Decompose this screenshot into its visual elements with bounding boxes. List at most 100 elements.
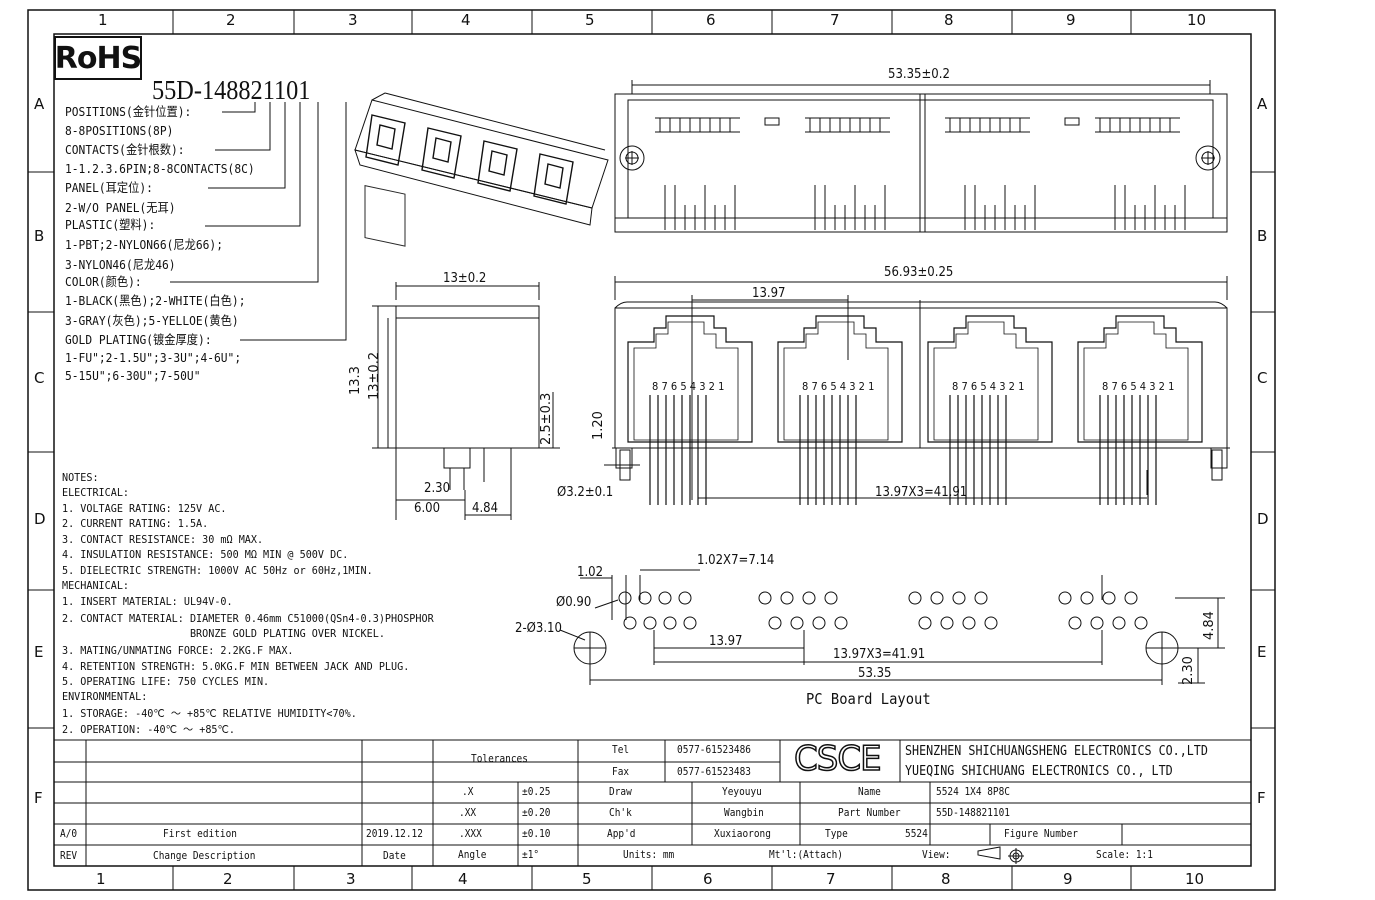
col-label: 4 [458,870,468,888]
tol-value: ±1° [522,849,540,861]
pin-numbers: 8 7 6 5 4 3 2 1 [802,380,875,393]
legend-line: 3-NYLON46(尼龙46) [65,257,176,272]
company-name: SHENZHEN SHICHUANGSHENG ELECTRONICS CO.,… [905,744,1208,759]
tol-key: .X [462,786,474,798]
col-label: 7 [826,870,836,888]
dim-side-25: 2.5±0.3 [539,392,554,445]
tol-key: .XXX [459,828,482,840]
dim-side-width: 13±0.2 [443,271,487,286]
note-line: 5. DIELECTRIC STRENGTH: 1000V AC 50Hz or… [62,564,373,577]
note-line: 3. MATING/UNMATING FORCE: 2.2KG.F MAX. [62,644,294,657]
row-label: A [34,95,45,113]
dim-side-h1: 13.3 [348,366,363,395]
tol-key: Angle [458,849,487,861]
dim-pcb-090: Ø0.90 [556,595,592,610]
company-logo: CSCE [793,739,882,779]
note-line: 2. OPERATION: -40℃ ～ +85℃. [62,723,235,736]
material-value: Mt'l:(Attach) [769,849,843,861]
part-number-value: 55D-148821101 [936,807,1010,819]
col-label: 8 [941,870,951,888]
note-line: 4. RETENTION STRENGTH: 5.0KG.F MIN BETWE… [62,660,410,673]
view-label: View: [922,849,951,861]
row-label: B [34,227,45,245]
dim-pcb-5335: 53.35 [858,666,892,681]
part-number-label: Part Number [838,807,901,819]
dim-span: 13.97X3=41.91 [875,485,968,500]
tol-value: ±0.10 [522,828,551,840]
type-value: 5524 [905,828,928,840]
note-line: 1. INSERT MATERIAL: UL94V-0. [62,595,233,608]
part-code-leaders [170,102,347,341]
note-line: 1. STORAGE: -40℃ ～ +85℃ RELATIVE HUMIDIT… [62,707,357,720]
note-line: 4. INSULATION RESISTANCE: 500 MΩ MIN @ 5… [62,548,349,561]
col-label: 9 [1063,870,1073,888]
col-label: 2 [223,870,233,888]
note-line: 3. CONTACT RESISTANCE: 30 mΩ MAX. [62,533,264,546]
front-view [604,276,1230,500]
row-label: C [34,369,45,387]
side-view [372,282,560,520]
scale-value: Scale: 1:1 [1096,849,1153,861]
row-label: B [1257,227,1268,245]
legend-line: 1-PBT;2-NYLON66(尼龙66); [65,237,223,252]
pcb-layout [559,569,1225,685]
col-label: 7 [830,11,840,29]
zone-ticks-top [28,10,1275,890]
tol-value: ±0.20 [522,807,551,819]
pcb-holes [618,591,1148,630]
legend-line: CONTACTS(金针根数): [65,142,185,157]
dim-pcb-230: 2.30 [1181,656,1196,685]
check-value: Wangbin [724,807,764,819]
date-header: Date [383,850,406,862]
revision-number: A/0 [60,828,78,840]
col-label: 6 [706,11,716,29]
note-line: 2. CURRENT RATING: 1.5A. [62,517,209,530]
part-code: 55D-148821101 [152,75,311,105]
pin-numbers: 8 7 6 5 4 3 2 1 [952,380,1025,393]
legend-line: POSITIONS(金针位置): [65,104,192,119]
rohs-badge: RoHS [54,36,142,80]
legend-line: GOLD PLATING(镀金厚度): [65,332,212,347]
figure-number-label: Figure Number [1004,828,1078,840]
pin-numbers: 8 7 6 5 4 3 2 1 [652,380,725,393]
col-label: 6 [703,870,713,888]
note-line: BRONZE GOLD PLATING OVER NICKEL. [62,627,385,640]
col-label: 10 [1187,11,1207,29]
dim-side-600: 6.00 [414,501,441,516]
fax-label: Fax [612,766,630,778]
projection-symbol-icon [977,846,1024,864]
note-line: 2. CONTACT MATERIAL: DIAMETER 0.46mm C51… [62,612,434,625]
dim-hole: Ø3.2±0.1 [557,485,614,500]
legend-line: 5-15U";6-30U";7-50U" [65,368,201,383]
name-value: 5524 1X4 8P8C [936,786,1010,798]
col-label: 8 [944,11,954,29]
note-line: ENVIRONMENTAL: [62,690,148,703]
legend-line: 3-GRAY(灰色);5-YELLOE(黄色) [65,313,239,328]
tol-value: ±0.25 [522,786,551,798]
connector-3d-view [354,92,609,247]
col-label: 5 [582,870,592,888]
row-label: E [34,643,44,661]
tol-key: .XX [459,807,477,819]
front-view-jacks [627,315,1203,505]
top-view-contacts [655,117,1186,230]
tel-label: Tel [612,744,630,756]
units-value: Units: mm [623,849,675,861]
legend-line: COLOR(颜色): [65,274,142,289]
dim-pcb-102x7: 1.02X7=7.14 [697,553,775,568]
check-label: Ch'k [609,807,632,819]
tolerances-label: Tolerances [471,753,528,765]
rev-header: REV [60,850,78,862]
legend-line: 8-8POSITIONS(8P) [65,123,174,138]
note-line: 1. VOLTAGE RATING: 125V AC. [62,502,227,515]
note-line: ELECTRICAL: [62,486,130,499]
dim-120: 1.20 [591,411,606,440]
revision-date: 2019.12.12 [366,828,423,840]
dim-pcb-span: 13.97X3=41.91 [833,647,926,662]
legend-line: 1-BLACK(黑色);2-WHITE(白色); [65,293,246,308]
connector-3d-ports [365,114,574,205]
legend-line: PANEL(耳定位): [65,180,153,195]
tel-value: 0577-61523486 [677,744,751,756]
